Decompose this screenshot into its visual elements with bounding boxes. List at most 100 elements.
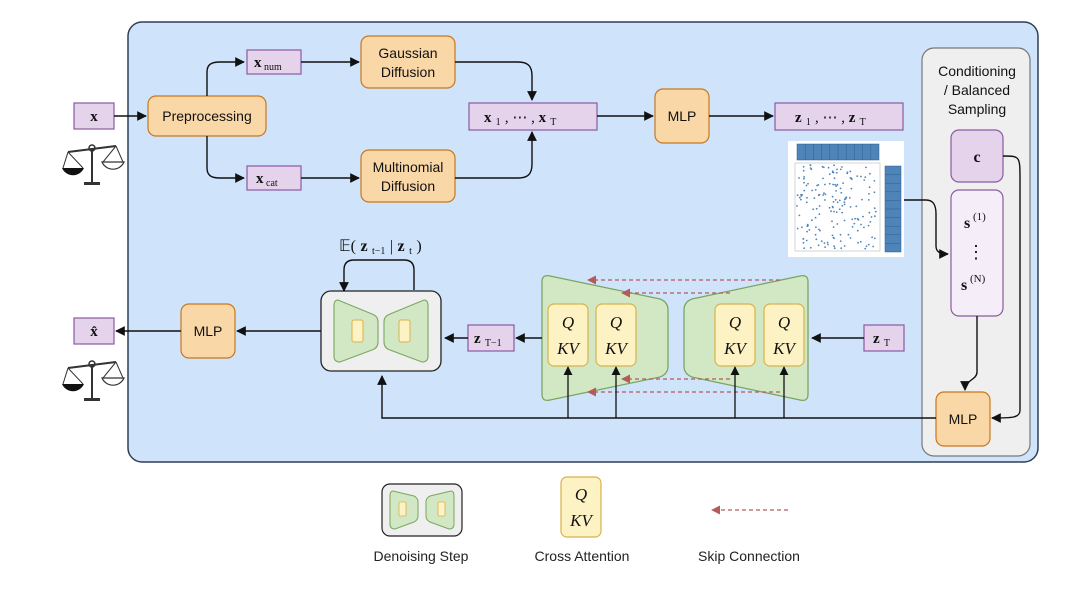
matrix-dot bbox=[842, 182, 844, 185]
matrix-dot bbox=[813, 197, 816, 200]
matrix-dot bbox=[802, 238, 805, 240]
matrix-dot bbox=[811, 189, 813, 192]
matrix-dot bbox=[831, 195, 834, 198]
exp-prefix: 𝔼( bbox=[339, 238, 356, 255]
z-seq-mid: , ⋯ , bbox=[815, 110, 849, 126]
s-dots: ⋮ bbox=[967, 242, 985, 262]
conditioning-title-line2: / Balanced bbox=[944, 82, 1010, 98]
matrix-dot bbox=[802, 165, 805, 168]
exp-z1: z bbox=[360, 238, 367, 255]
z-seq-a: z bbox=[795, 110, 802, 126]
attn2-q: Q bbox=[610, 313, 622, 332]
matrix-dot bbox=[816, 184, 818, 187]
matrix-dot bbox=[814, 233, 817, 236]
matrix-dot bbox=[815, 238, 818, 241]
legend-kv: KV bbox=[569, 511, 594, 530]
matrix-dot bbox=[835, 211, 838, 214]
matrix-dot bbox=[824, 193, 827, 196]
matrix-dot bbox=[867, 199, 870, 201]
matrix-dot bbox=[805, 201, 808, 204]
matrix-dot bbox=[828, 182, 831, 185]
matrix-dot bbox=[863, 179, 866, 181]
matrix-dot bbox=[828, 206, 831, 209]
matrix-dot bbox=[809, 167, 812, 170]
x-seq-b-sub: T bbox=[550, 117, 556, 128]
matrix-dot bbox=[848, 197, 851, 199]
matrix-dot bbox=[870, 216, 873, 218]
matrix-dot bbox=[843, 201, 846, 204]
matrix-dot bbox=[820, 240, 823, 243]
matrix-dot bbox=[839, 240, 842, 243]
matrix-dot bbox=[869, 221, 872, 223]
multinomial-to-xseq-arrow bbox=[455, 131, 537, 179]
matrix-dot bbox=[838, 208, 841, 211]
attention-matrix-image bbox=[788, 141, 904, 257]
matrix-dot bbox=[822, 194, 825, 196]
matrix-dot bbox=[849, 237, 852, 239]
matrix-dot bbox=[872, 245, 874, 248]
matrix-dot bbox=[843, 203, 846, 206]
matrix-dot bbox=[836, 223, 839, 225]
exp-bar: | bbox=[390, 238, 393, 255]
matrix-dot bbox=[818, 205, 821, 207]
matrix-dot bbox=[836, 168, 838, 171]
matrix-dot bbox=[841, 166, 843, 168]
mlp-right-box bbox=[935, 391, 991, 447]
matrix-dot bbox=[843, 245, 846, 247]
matrix-dot bbox=[800, 195, 803, 197]
pre-to-xcat-arrow bbox=[206, 136, 245, 183]
matrix-dot bbox=[802, 169, 805, 172]
matrix-dot bbox=[831, 220, 833, 223]
matrix-dot bbox=[863, 226, 865, 229]
matrix-dot bbox=[841, 211, 843, 214]
x-seq-b: x bbox=[539, 110, 547, 126]
s1-superscript: (1) bbox=[973, 211, 986, 223]
matrix-dot bbox=[836, 201, 839, 204]
z-Tm1-label: z T−1 bbox=[474, 330, 502, 349]
matrix-dot bbox=[796, 227, 799, 230]
matrix-dot bbox=[806, 223, 809, 226]
x-sequence-label: x 1 , ⋯ , x T bbox=[484, 109, 556, 129]
matrix-dot bbox=[846, 172, 849, 175]
matrix-dot bbox=[856, 175, 859, 178]
matrix-dot bbox=[827, 243, 829, 246]
z-T-sub: T bbox=[884, 338, 890, 349]
gaussian-diffusion-box bbox=[360, 35, 456, 89]
x-input-box bbox=[73, 102, 115, 130]
matrix-dot bbox=[803, 176, 805, 178]
legend-skip-label: Skip Connection bbox=[698, 548, 800, 564]
matrix-dot bbox=[839, 168, 842, 171]
matrix-dot bbox=[798, 177, 800, 179]
matrix-dot bbox=[868, 193, 870, 195]
gaussian-label-1: Gaussian bbox=[378, 45, 437, 61]
preprocessing-label: Preprocessing bbox=[162, 108, 252, 124]
x-num-base: x bbox=[254, 55, 262, 71]
gaussian-to-xseq-arrow bbox=[455, 61, 537, 101]
z-T-box bbox=[863, 324, 905, 352]
matrix-dot bbox=[859, 240, 862, 243]
matrix-dot bbox=[832, 201, 835, 203]
matrix-dot bbox=[865, 245, 868, 248]
multinomial-label-1: Multinomial bbox=[373, 159, 444, 175]
conditioning-title-line3: Sampling bbox=[948, 101, 1006, 117]
matrix-dot bbox=[831, 234, 834, 237]
matrix-dot bbox=[861, 198, 863, 201]
matrix-dot bbox=[832, 236, 835, 239]
matrix-dot bbox=[874, 210, 877, 213]
matrix-dot bbox=[824, 199, 826, 201]
sN-label: s bbox=[961, 277, 967, 294]
z-T-base: z bbox=[873, 331, 880, 347]
matrix-dot bbox=[806, 196, 808, 199]
x-hat-box bbox=[73, 317, 115, 345]
matrix-dot bbox=[868, 186, 871, 189]
matrix-dot bbox=[803, 247, 806, 250]
matrix-dot bbox=[824, 246, 826, 249]
z-Tm1-base: z bbox=[474, 331, 481, 347]
matrix-dot bbox=[826, 241, 829, 244]
x-hat-label: x̂ bbox=[90, 324, 98, 340]
matrix-dot bbox=[862, 215, 864, 218]
pre-to-xnum-arrow bbox=[206, 57, 245, 96]
matrix-dot bbox=[856, 217, 859, 220]
matrix-dot bbox=[836, 183, 839, 186]
x-seq-a: x bbox=[484, 110, 492, 126]
